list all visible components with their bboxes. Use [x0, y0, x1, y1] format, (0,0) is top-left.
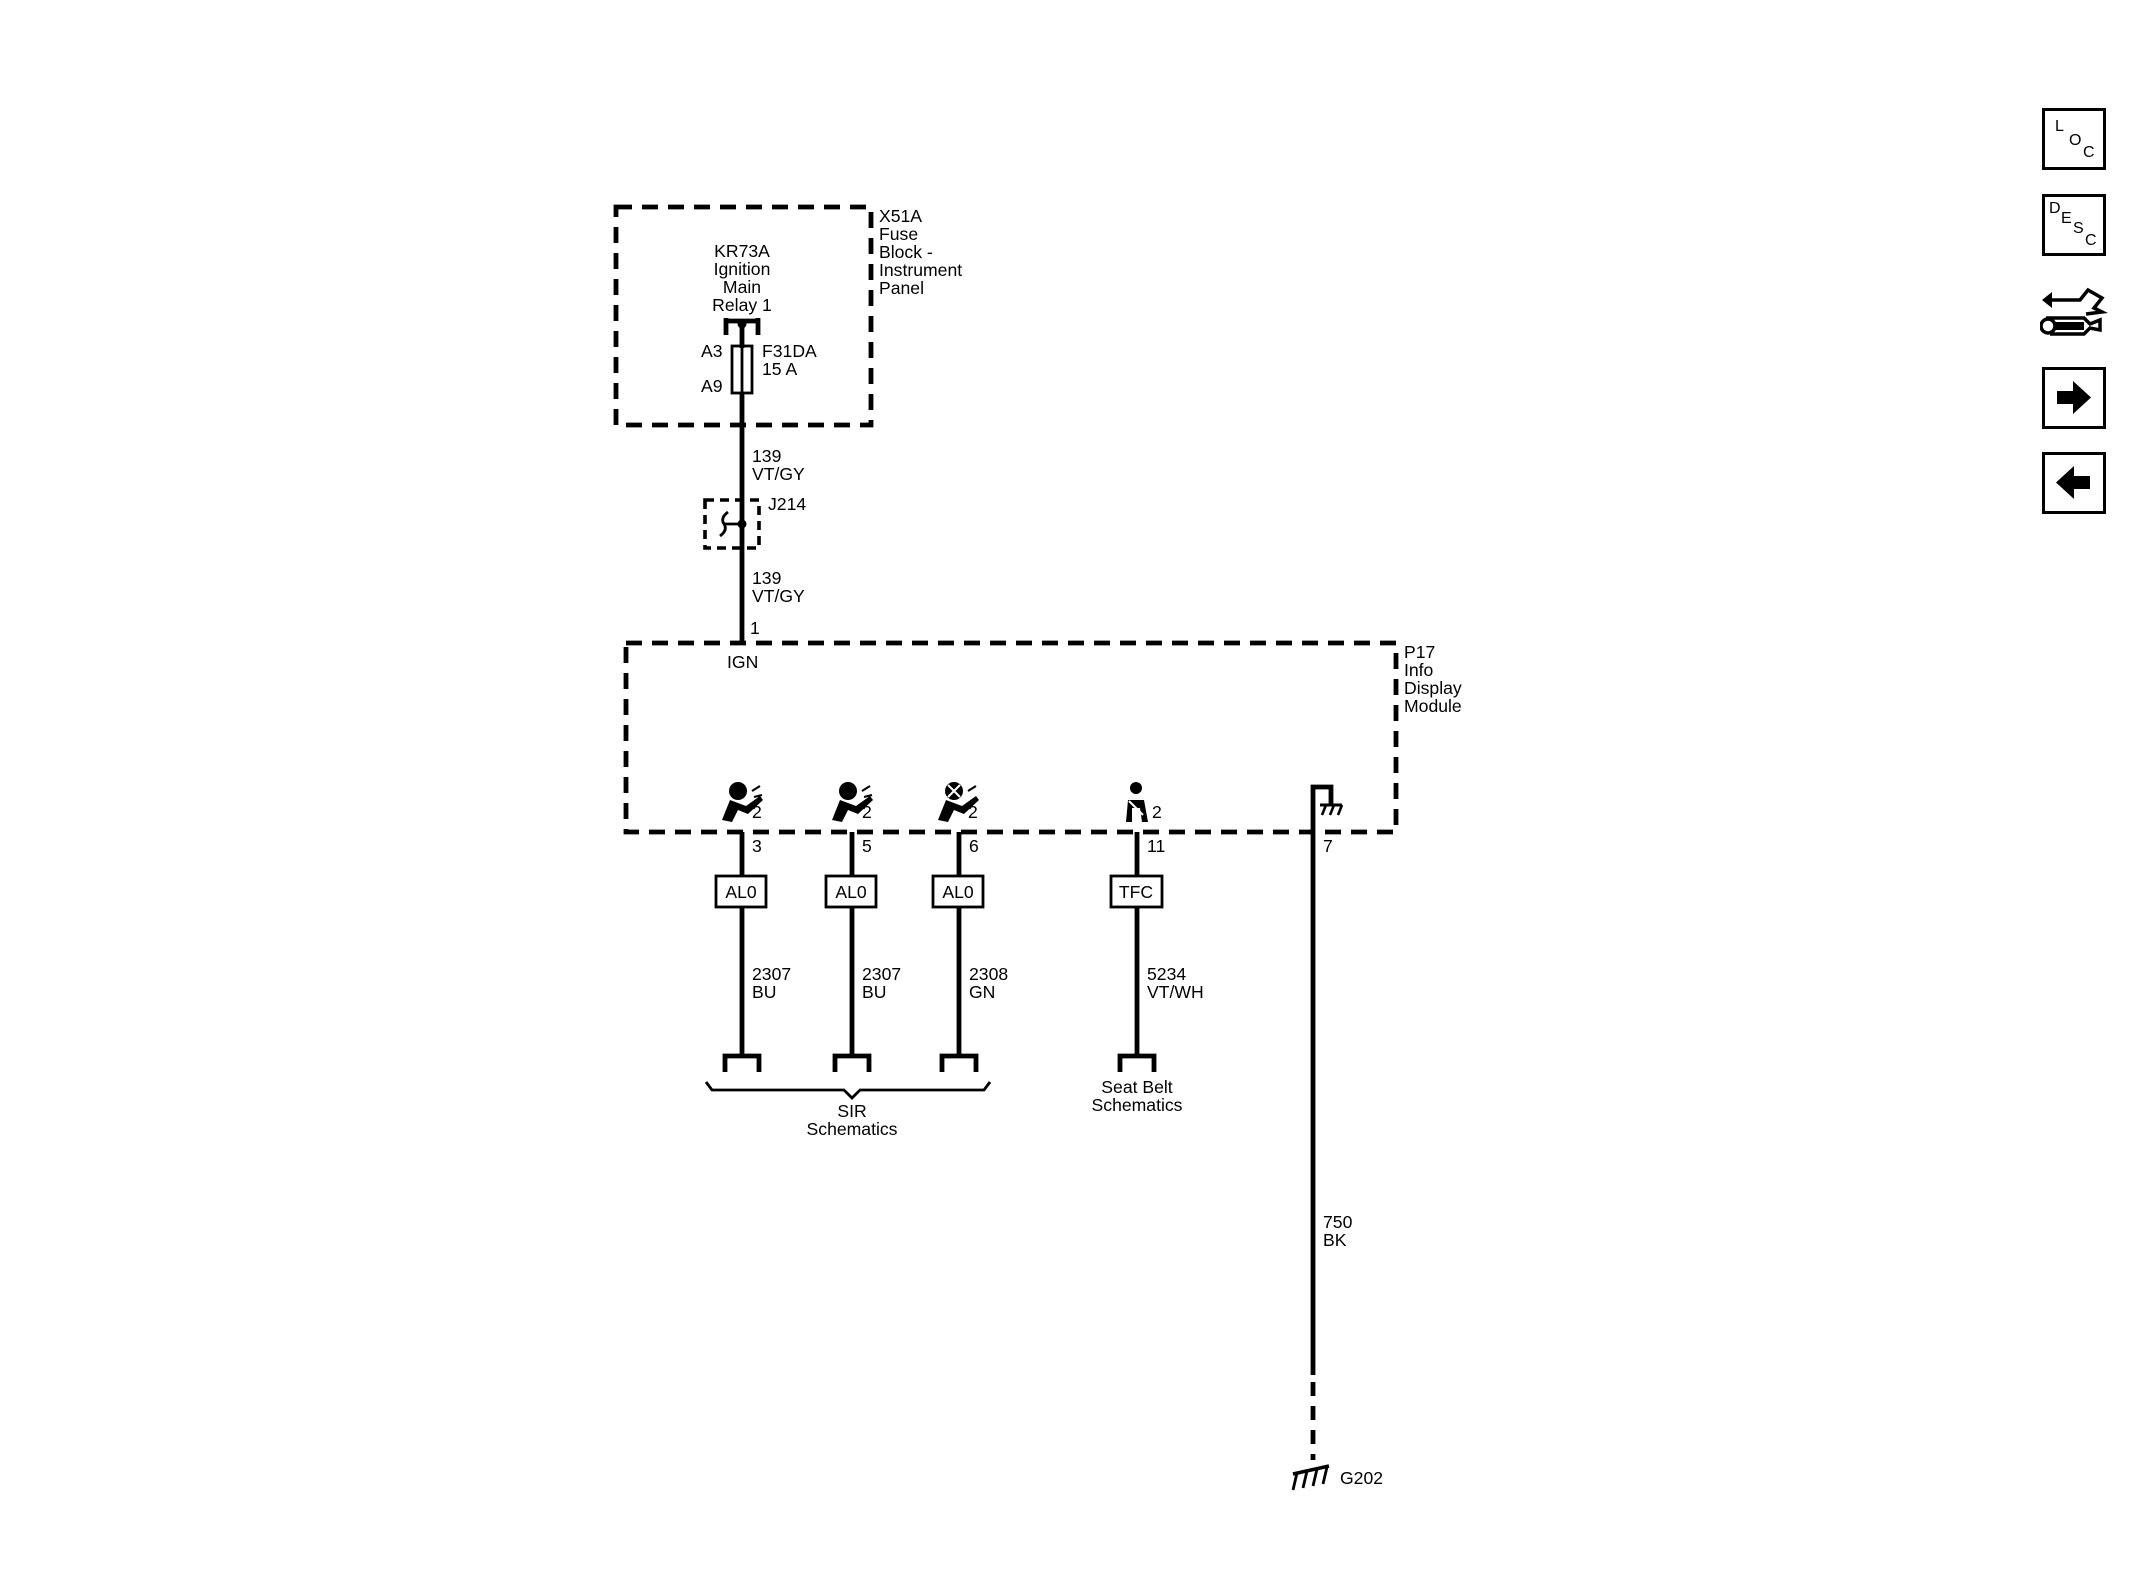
wire-lower-color: VT/GY	[752, 586, 805, 606]
svg-text:Instrument: Instrument	[879, 260, 962, 280]
svg-text:Panel: Panel	[879, 278, 924, 298]
ground-circuit: 7 750 BK G202	[1291, 784, 1383, 1491]
desc-button[interactable]: D E S C	[2042, 194, 2106, 256]
wiring-diagram: X51A Fuse Block - Instrument Panel KR73A…	[613, 204, 1462, 1491]
splice-j214: J214	[703, 494, 806, 550]
output-3-pin: 6	[969, 836, 979, 856]
svg-text:Ignition: Ignition	[714, 259, 771, 279]
ground-symbol	[1291, 1464, 1330, 1491]
fuse-f31da: A3 A9 F31DA 15 A	[701, 341, 817, 396]
svg-text:Display: Display	[1404, 678, 1462, 698]
loc-button[interactable]: L O C	[2042, 108, 2106, 170]
output-3-color: GN	[969, 982, 995, 1002]
svg-text:Module: Module	[1404, 696, 1462, 716]
svg-text:Seat Belt: Seat Belt	[1101, 1077, 1173, 1097]
svg-text:Fuse: Fuse	[879, 224, 918, 244]
output-4-pin: 11	[1147, 836, 1165, 856]
airbag-indicator-icon	[832, 782, 873, 822]
ground-circuit-number: 750	[1323, 1212, 1353, 1232]
airbag-off-indicator-icon	[938, 782, 979, 822]
fuse-block-label: X51A Fuse Block - Instrument Panel	[879, 206, 962, 298]
ign-label: IGN	[727, 652, 758, 672]
svg-text:2: 2	[968, 802, 978, 822]
module-id: P17	[1404, 642, 1435, 662]
output-1-circuit: 2307	[752, 964, 791, 984]
fuse-rating: 15 A	[762, 359, 797, 379]
wire-lower-circuit: 139	[752, 568, 781, 588]
svg-text:2: 2	[1152, 802, 1162, 822]
output-1-option: AL0	[725, 882, 757, 902]
fuse-block-id: X51A	[879, 206, 922, 226]
svg-text:Block -: Block -	[879, 242, 933, 262]
output-4-circuit: 5234	[1147, 964, 1186, 984]
svg-text:2: 2	[752, 802, 762, 822]
output-3-option: AL0	[942, 882, 974, 902]
output-2-circuit: 2307	[862, 964, 901, 984]
output-1-pin: 3	[752, 836, 762, 856]
previous-arrow-icon	[2056, 466, 2090, 499]
next-arrow-button[interactable]	[2042, 367, 2106, 429]
output-seat-belt: 2 11 TFC 5234 VT/WH Seat Belt Schematics	[1092, 782, 1204, 1115]
svg-text:2: 2	[862, 802, 872, 822]
sir-reference: SIR Schematics	[704, 1081, 992, 1139]
output-airbag-1: 2 3 AL0 2307 BU	[714, 782, 791, 1072]
svg-text:Info: Info	[1404, 660, 1434, 680]
info-display-module-boundary	[623, 640, 1399, 835]
svg-text:Schematics: Schematics	[1092, 1095, 1183, 1115]
svg-text:Schematics: Schematics	[807, 1119, 898, 1139]
ground-color: BK	[1323, 1230, 1347, 1250]
module-label: P17 Info Display Module	[1404, 642, 1462, 716]
output-4-color: VT/WH	[1147, 982, 1204, 1002]
wire-upper-color: VT/GY	[752, 464, 805, 484]
next-arrow-icon	[2057, 381, 2091, 414]
fuse-id: F31DA	[762, 341, 817, 361]
output-3-circuit: 2308	[969, 964, 1008, 984]
output-1-color: BU	[752, 982, 776, 1002]
ign-pin: 1	[750, 618, 760, 638]
svg-text:SIR: SIR	[837, 1101, 866, 1121]
output-2-color: BU	[862, 982, 886, 1002]
seat-belt-indicator-icon	[1126, 782, 1148, 822]
output-4-option: TFC	[1119, 882, 1153, 902]
ground-pin: 7	[1323, 836, 1333, 856]
ground-id: G202	[1340, 1468, 1383, 1488]
splice-id: J214	[768, 494, 806, 514]
fuse-pin-bottom: A9	[701, 376, 723, 396]
output-2-option: AL0	[835, 882, 867, 902]
output-airbag-off: 2 6 AL0 2308 GN	[931, 782, 1008, 1072]
wire-upper-circuit: 139	[752, 446, 781, 466]
relay-label: KR73A Ignition Main Relay 1	[712, 241, 772, 315]
svg-text:Relay 1: Relay 1	[712, 295, 772, 315]
output-2-pin: 5	[862, 836, 872, 856]
fuse-pin-top: A3	[701, 341, 723, 361]
svg-text:Main: Main	[723, 277, 761, 297]
relay-contact-symbol	[723, 318, 761, 348]
output-airbag-2: 2 5 AL0 2307 BU	[824, 782, 901, 1072]
relay-id: KR73A	[714, 241, 770, 261]
connector-tools-icon[interactable]	[2040, 278, 2110, 346]
airbag-indicator-icon	[722, 782, 763, 822]
previous-arrow-button[interactable]	[2042, 452, 2106, 514]
